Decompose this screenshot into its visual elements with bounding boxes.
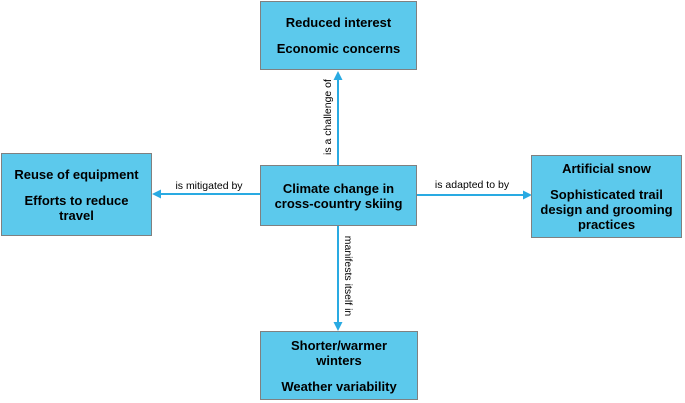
node-text-line: Weather variability [281,378,397,394]
arrow-up [333,71,343,165]
node-adaptation: Artificial snow Sophisticated trail desi… [531,155,682,238]
node-text-line: Reuse of equipment [14,166,139,182]
node-manifestations: Shorter/warmer winters Weather variabili… [260,331,418,400]
node-text-line: Sophisticated trail design and grooming … [540,187,673,232]
node-text-line: Reduced interest [285,15,392,30]
arrow-down-head-icon [333,322,343,331]
edge-label-adapted: is adapted to by [434,179,510,191]
node-reduced-interest: Reduced interest Economic concerns [260,1,417,70]
arrow-right [417,190,532,200]
edge-label-manifests: manifests itself in [342,235,354,317]
node-text-line: Efforts to reduce travel [24,192,129,223]
node-text-line: Artificial snow [562,161,651,176]
arrow-up-head-icon [333,71,343,80]
edge-label-challenge: is a challenge of [322,79,334,155]
arrow-right-head-icon [523,190,532,200]
node-text-line: Economic concerns [276,41,401,56]
node-mitigation: Reuse of equipment Efforts to reduce tra… [1,153,152,236]
node-climate-change: Climate change in cross-country skiing [260,165,417,226]
node-text-line: Shorter/warmer winters [290,337,388,368]
edge-label-mitigated: is mitigated by [175,180,243,192]
arrow-left-head-icon [152,189,161,199]
arrow-left [152,189,260,199]
arrow-down [333,226,343,331]
node-text-line: Climate change in cross-country skiing [274,180,403,211]
